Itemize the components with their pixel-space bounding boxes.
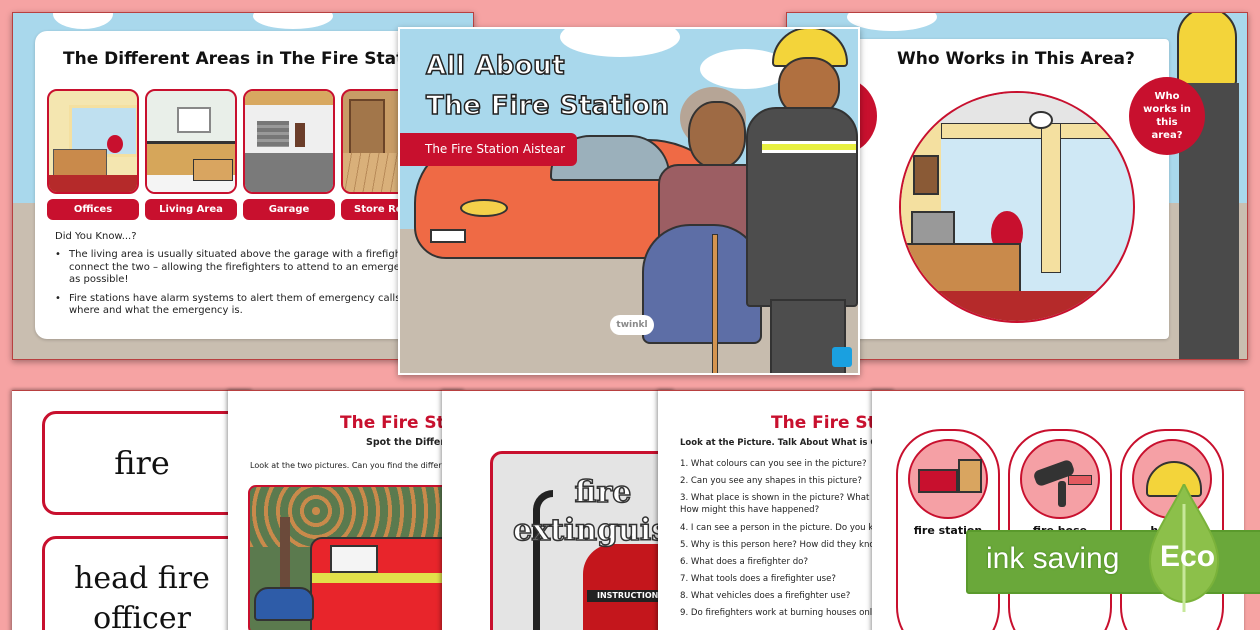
hose-pipe bbox=[1068, 475, 1092, 485]
leaf-icon bbox=[1148, 484, 1220, 612]
slide-who-works[interactable]: Who Works in This Area? hat pens this ea… bbox=[786, 12, 1248, 360]
fact-item: Fire stations have alarm systems to aler… bbox=[55, 293, 473, 318]
spot-difference-picture bbox=[248, 485, 464, 630]
cover-title-line1: All About bbox=[425, 50, 566, 82]
extinguisher-label: INSTRUCTIONS bbox=[587, 590, 674, 602]
question-bubble-right: Who works in this area? bbox=[1129, 77, 1205, 155]
grandma-skirt bbox=[642, 224, 762, 344]
desk bbox=[901, 243, 1021, 293]
ceiling-lamp bbox=[1029, 111, 1053, 129]
content-panel: The Different Areas in The Fire Station … bbox=[35, 31, 462, 339]
word-card-head-fire-officer: head fire officer bbox=[42, 536, 242, 630]
car-number-plate bbox=[430, 229, 466, 243]
floor bbox=[245, 153, 333, 192]
doc-talk-about-picture[interactable]: The Fire Station Look at the Picture. Ta… bbox=[658, 390, 894, 630]
car-headlight bbox=[460, 199, 508, 217]
hose-handle bbox=[1058, 481, 1066, 507]
doc-subtitle: Spot the Difference bbox=[366, 437, 464, 448]
question-item: 2. Can you see any shapes in this pictur… bbox=[680, 476, 862, 486]
cloud bbox=[847, 13, 937, 31]
area-image-offices bbox=[47, 89, 139, 194]
eco-label: Eco bbox=[1160, 540, 1216, 573]
cover-subtitle-banner: The Fire Station Aistear bbox=[400, 133, 577, 166]
fact-item: The living area is usually situated abov… bbox=[55, 249, 473, 287]
facts-list: The living area is usually situated abov… bbox=[55, 249, 473, 324]
desk bbox=[53, 149, 107, 177]
window-frame bbox=[1041, 123, 1061, 273]
did-you-know-heading: Did You Know...? bbox=[55, 231, 137, 242]
doc-instruction: Look at the Picture. Talk About What is … bbox=[680, 438, 894, 448]
photo-caption: fire extinguisher bbox=[512, 474, 674, 549]
twinkl-badge-icon bbox=[832, 347, 852, 367]
slide-different-areas[interactable]: The Different Areas in The Fire Station … bbox=[12, 12, 474, 360]
word-card-fire: fire bbox=[42, 411, 242, 515]
floor bbox=[901, 291, 1133, 321]
doc-photo-card[interactable]: INSTRUCTIONS fire extinguisher bbox=[442, 390, 674, 630]
fire-station-icon bbox=[908, 439, 988, 519]
slide-title-cover[interactable]: All About The Fire Station The Fire Stat… bbox=[398, 27, 860, 375]
reflective-stripe bbox=[762, 141, 856, 153]
extinguisher-hose bbox=[533, 490, 553, 630]
tree-trunk bbox=[280, 517, 290, 597]
question-item: 4. I can see a person in the picture. Do… bbox=[680, 523, 879, 533]
ink-saving-label: ink saving bbox=[986, 542, 1120, 575]
cover-title-line2: The Fire Station bbox=[425, 90, 670, 122]
firefighter-uniform bbox=[746, 107, 858, 307]
firefighter-helmet-illustration bbox=[1177, 13, 1237, 87]
twinkl-logo: twinkl bbox=[610, 315, 654, 335]
area-button-offices[interactable]: Offices bbox=[47, 199, 139, 220]
doc-spot-the-difference[interactable]: The Fire Station Spot the Difference Loo… bbox=[228, 390, 464, 630]
fire-hose-icon bbox=[1020, 439, 1100, 519]
area-button-living-area[interactable]: Living Area bbox=[145, 199, 237, 220]
floor bbox=[49, 175, 137, 192]
door-hanger-fire-hose: fire hose bbox=[1008, 429, 1112, 630]
stairway bbox=[349, 99, 385, 159]
area-button-garage[interactable]: Garage bbox=[243, 199, 335, 220]
grandma-face bbox=[688, 101, 746, 169]
doc-instruction: Look at the two pictures. Can you find t… bbox=[250, 461, 464, 470]
station-garage bbox=[918, 469, 958, 493]
question-item: 3. What place is shown in the picture? W… bbox=[680, 493, 870, 515]
office-scene-circle bbox=[899, 91, 1135, 323]
blue-car bbox=[254, 587, 314, 621]
questions-list: 1. What colours can you see in the pictu… bbox=[680, 458, 880, 624]
ceiling bbox=[245, 91, 333, 105]
question-item: 7. What tools does a firefighter use? bbox=[680, 574, 836, 584]
doc-word-cards[interactable]: fire head fire officer bbox=[12, 390, 252, 630]
door-hanger-fire-station: fire station bbox=[896, 429, 1000, 630]
fire-extinguisher-photo: INSTRUCTIONS fire extinguisher bbox=[490, 451, 674, 630]
question-item: 5. Why is this person here? How did they… bbox=[680, 540, 875, 550]
table bbox=[193, 159, 233, 181]
doc-title: The Fire Station bbox=[771, 413, 894, 433]
noticeboard bbox=[913, 155, 939, 195]
garage-door bbox=[257, 121, 289, 147]
cloud bbox=[53, 13, 113, 29]
fire-engine-stripe bbox=[312, 573, 464, 583]
question-item: 9. Do firefighters work at burning house… bbox=[680, 608, 878, 618]
door-hanger-label: fire station bbox=[913, 524, 983, 537]
computer-monitor bbox=[911, 211, 955, 247]
ceiling bbox=[901, 93, 1133, 123]
slide-title: The Different Areas in The Fire Station bbox=[63, 49, 434, 69]
window bbox=[177, 107, 211, 133]
walking-stick bbox=[712, 234, 718, 373]
station-tower bbox=[958, 459, 982, 493]
cloud bbox=[253, 13, 333, 29]
fire-engine-window bbox=[330, 545, 378, 573]
question-item: 8. What vehicles does a firefighter use? bbox=[680, 591, 851, 601]
area-image-living-area bbox=[145, 89, 237, 194]
slide-title: Who Works in This Area? bbox=[897, 49, 1135, 69]
question-item: 1. What colours can you see in the pictu… bbox=[680, 459, 867, 469]
door bbox=[295, 123, 305, 147]
chair bbox=[107, 135, 123, 153]
question-item: 6. What does a firefighter do? bbox=[680, 557, 809, 567]
doc-title: The Fire Station bbox=[340, 413, 464, 433]
area-image-garage bbox=[243, 89, 335, 194]
